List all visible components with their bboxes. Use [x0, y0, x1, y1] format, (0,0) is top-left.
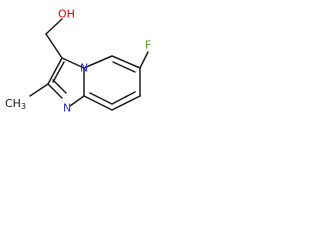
bond-c7-c8-double — [111, 91, 136, 105]
bond-c2-methyl — [29, 83, 49, 97]
bond-c2-c3-double — [52, 61, 65, 83]
methyl-label-main: CH — [5, 97, 21, 110]
imine-nitrogen-label: N — [63, 102, 71, 115]
hydroxyl-label: OH — [58, 8, 75, 21]
methyl-label-subscript: 3 — [21, 102, 26, 111]
bond-c8-c8a — [83, 95, 113, 111]
fluorine-label: F — [145, 39, 151, 52]
bond-c3-n4 — [61, 57, 85, 69]
bond-c5-c6-double — [112, 61, 136, 73]
bond-c8a-n1 — [69, 95, 85, 107]
bridgehead-nitrogen-label: N — [80, 62, 88, 75]
bond-n1-c2-double — [52, 79, 67, 94]
bond-c6-f — [139, 51, 149, 69]
methyl-label: CH3 — [5, 97, 26, 111]
bond-n4-c5 — [83, 55, 113, 69]
molecule-structure: OH F N N CH3 — [5, 8, 151, 115]
bond-n1-c2-single — [47, 83, 63, 99]
bond-c7-c8-single — [111, 95, 141, 111]
bond-c2-c3-single — [47, 57, 63, 85]
bond-c8a-c8-double — [89, 92, 113, 105]
bond-c3-ch2 — [45, 33, 63, 59]
bond-c5-c6-single — [111, 55, 141, 69]
bond-c-o — [45, 18, 63, 35]
